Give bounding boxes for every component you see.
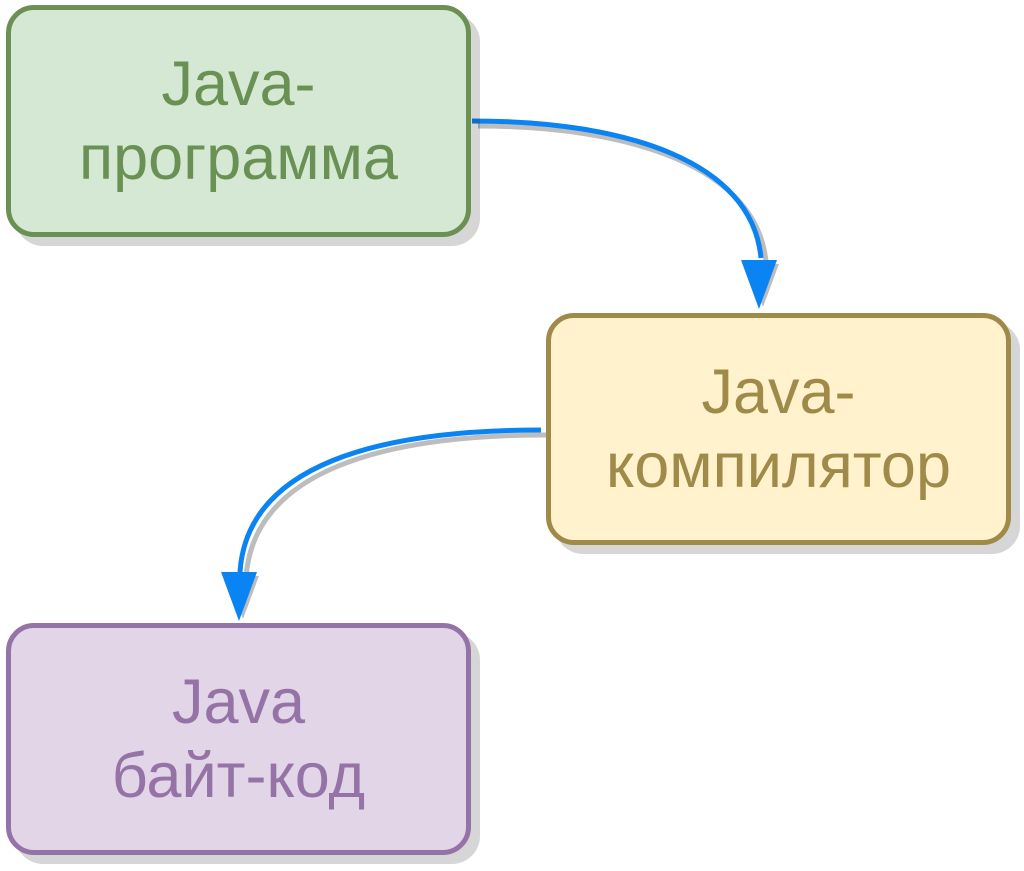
arrowhead-down-icon	[741, 260, 777, 309]
node-label-line-1: Java	[171, 666, 306, 737]
node-label-line-2: программа	[79, 123, 398, 193]
edge-program-to-compiler	[471, 118, 779, 309]
node-label-line-1: Java-	[701, 356, 856, 427]
edge-line-compiler-to-bytecode	[237, 427, 542, 573]
edge-line-program-to-compiler	[471, 118, 764, 259]
node-label-line-2: компилятор	[605, 431, 952, 501]
node-java-bytecode: Java байт-код	[6, 623, 471, 855]
node-label-line-2: байт-код	[111, 741, 366, 811]
node-java-compiler: Java- компилятор	[546, 313, 1011, 545]
edge-shadow	[477, 123, 769, 263]
arrowhead-down-icon	[221, 572, 257, 621]
node-label-line-1: Java-	[161, 48, 316, 119]
edge-compiler-to-bytecode	[221, 427, 547, 621]
node-java-program: Java- программа	[6, 5, 471, 237]
edge-shadow	[243, 432, 547, 579]
